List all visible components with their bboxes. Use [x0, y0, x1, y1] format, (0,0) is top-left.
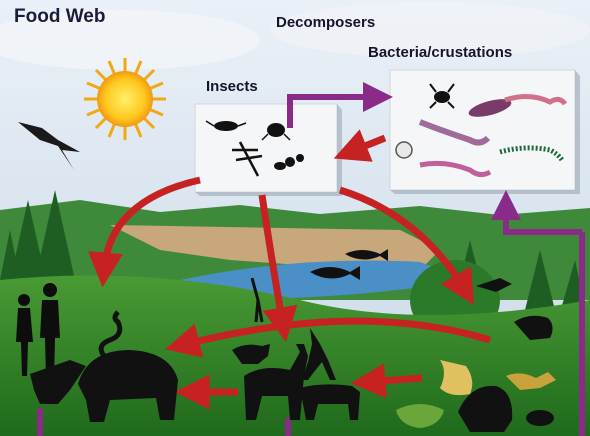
decomposers-label: Decomposers [276, 14, 375, 31]
mouse-icon [526, 410, 554, 426]
arrow-prey-to-herbivore [368, 378, 422, 382]
sun-icon [84, 58, 166, 140]
shell-icon [396, 142, 412, 158]
page-title: Food Web [14, 6, 105, 28]
insects-label: Insects [206, 78, 258, 95]
bacteria-label: Bacteria/crustations [368, 44, 512, 61]
insects-panel [195, 104, 342, 196]
